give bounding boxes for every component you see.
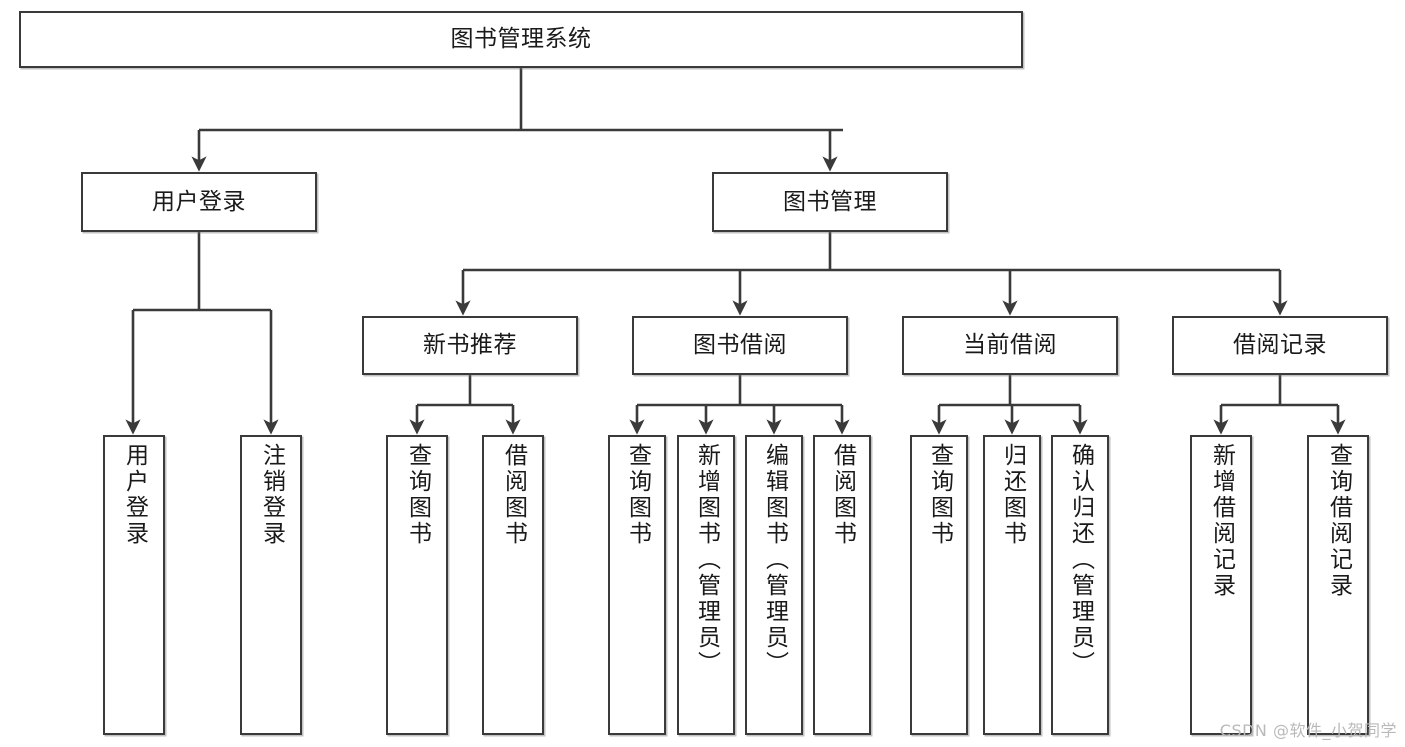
node-label: 图书管理系统 <box>450 26 592 53</box>
node-label: 归还图书 <box>999 443 1026 547</box>
node-root-system[interactable]: 图书管理系统 <box>19 11 1023 68</box>
node-label: 新书推荐 <box>423 332 517 359</box>
node-leaf-user-logout[interactable]: 注销登录 <box>240 435 302 735</box>
node-label: 借阅图书 <box>829 443 856 547</box>
node-label: 查询图书 <box>624 443 651 547</box>
node-leaf-borrow-borrow-book[interactable]: 借阅图书 <box>813 435 871 735</box>
node-current-borrow[interactable]: 当前借阅 <box>902 316 1118 375</box>
node-label: 图书管理 <box>783 188 877 215</box>
node-borrow-record[interactable]: 借阅记录 <box>1172 316 1388 375</box>
node-new-book-recommend[interactable]: 新书推荐 <box>362 316 578 375</box>
node-label: 查询借阅记录 <box>1325 443 1352 599</box>
watermark-text: CSDN @软件_小贺同学 <box>1219 721 1397 740</box>
node-label: 当前借阅 <box>963 332 1057 359</box>
node-leaf-borrow-query-book[interactable]: 查询图书 <box>608 435 666 735</box>
node-label: 用户登录 <box>152 188 246 215</box>
node-leaf-record-add-record[interactable]: 新增借阅记录 <box>1190 435 1252 735</box>
node-book-manage[interactable]: 图书管理 <box>712 172 948 232</box>
node-label: 注销登录 <box>258 443 285 547</box>
node-label: 查询图书 <box>926 443 953 547</box>
node-leaf-current-confirm-return-admin[interactable]: 确认归还（管理员） <box>1051 435 1109 735</box>
node-leaf-borrow-edit-book-admin[interactable]: 编辑图书（管理员） <box>745 435 803 735</box>
node-label: 新增借阅记录 <box>1208 443 1235 599</box>
node-book-borrow[interactable]: 图书借阅 <box>632 316 848 375</box>
node-label: 图书借阅 <box>693 332 787 359</box>
node-leaf-rec-borrow-book[interactable]: 借阅图书 <box>482 435 544 735</box>
node-label: 新增图书（管理员） <box>693 443 720 677</box>
node-leaf-record-query-record[interactable]: 查询借阅记录 <box>1307 435 1369 735</box>
node-label: 用户登录 <box>121 443 148 547</box>
node-label: 确认归还（管理员） <box>1067 443 1094 677</box>
node-leaf-current-query-book[interactable]: 查询图书 <box>910 435 968 735</box>
node-user-login[interactable]: 用户登录 <box>81 172 317 232</box>
node-label: 借阅图书 <box>500 443 527 547</box>
node-label: 编辑图书（管理员） <box>761 443 788 677</box>
node-label: 查询图书 <box>404 443 431 547</box>
node-leaf-borrow-add-book-admin[interactable]: 新增图书（管理员） <box>677 435 735 735</box>
node-leaf-current-return-book[interactable]: 归还图书 <box>983 435 1041 735</box>
node-leaf-rec-query-book[interactable]: 查询图书 <box>386 435 448 735</box>
node-label: 借阅记录 <box>1233 332 1327 359</box>
node-leaf-user-login[interactable]: 用户登录 <box>103 435 165 735</box>
